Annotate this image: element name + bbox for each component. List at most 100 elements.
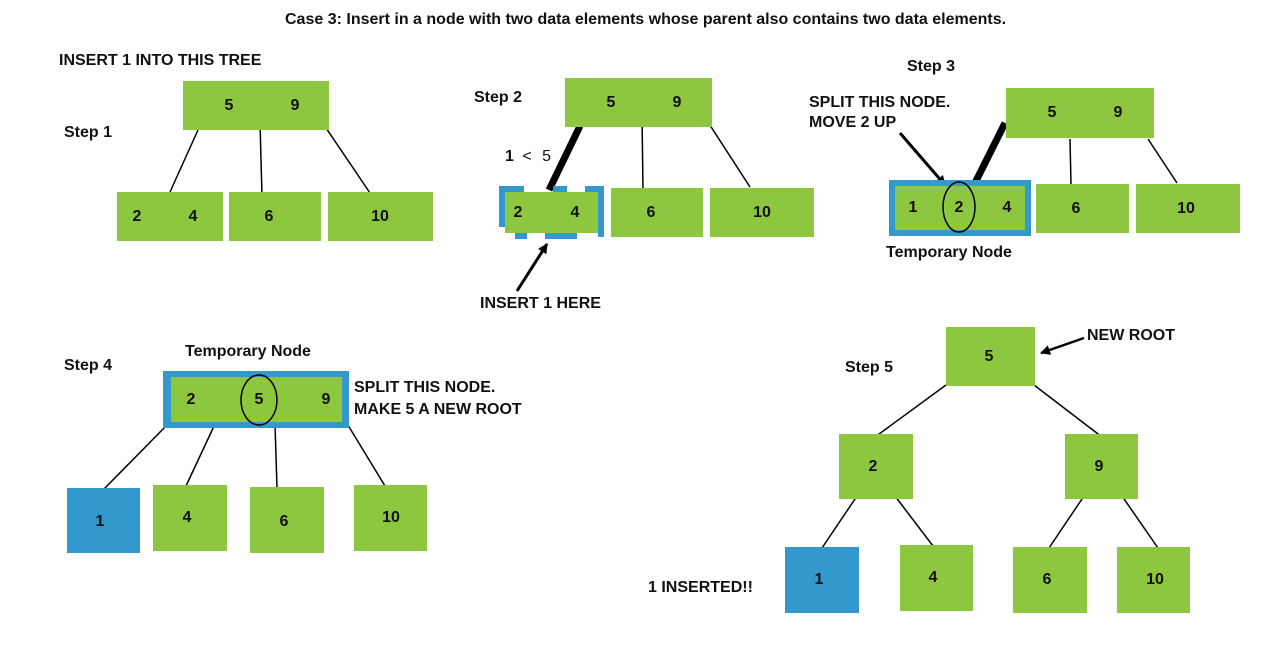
key: 2: [513, 204, 523, 221]
key: 9: [321, 391, 331, 408]
key: 5: [984, 348, 994, 365]
step5-leaf: 4: [900, 545, 973, 611]
key: 2: [132, 208, 142, 225]
thick-path-s3: [971, 121, 1009, 185]
edge-s5-2-4: [894, 495, 934, 547]
key: 4: [182, 509, 192, 526]
step3-split-note-2: MOVE 2 UP: [809, 114, 897, 131]
key: 2: [868, 458, 878, 475]
step1-child-right: 10: [328, 192, 433, 241]
step5-leaf-inserted: 1: [785, 547, 859, 613]
key: 10: [371, 208, 389, 225]
step4-split-note-2: MAKE 5 A NEW ROOT: [354, 401, 522, 418]
key: 10: [753, 204, 771, 221]
step4-split-note-1: SPLIT THIS NODE.: [354, 379, 496, 396]
inserted-note: 1 INSERTED!!: [648, 579, 753, 596]
dash: [598, 192, 604, 237]
key: 9: [1113, 104, 1123, 121]
step3-temp-frame: 1 2 4: [889, 180, 1031, 236]
key: 4: [570, 204, 580, 221]
edge-s5-9-6: [1048, 495, 1085, 549]
edge-s5-root-9: [1033, 384, 1103, 438]
step2-root-node: 5 9: [565, 78, 712, 127]
edge-s4-to-4: [185, 423, 216, 487]
step5-internal-node: 9: [1065, 434, 1138, 499]
key: 1: [95, 513, 105, 530]
key: 5: [224, 97, 234, 114]
compare-right: 5: [542, 148, 552, 165]
step4-temp-node: 2 5 9: [171, 377, 342, 422]
key: 5: [1047, 104, 1057, 121]
edge-s5-2-1: [821, 495, 858, 549]
key: 6: [1071, 200, 1081, 217]
key: 9: [1094, 458, 1104, 475]
step4-label: Step 4: [64, 357, 113, 374]
key: 9: [672, 94, 682, 111]
key: 2: [954, 199, 964, 216]
key: 5: [606, 94, 616, 111]
thick-path-s2: [545, 124, 584, 192]
step2-target-node: 2 4: [505, 192, 598, 233]
edge-s2-root-mid: [641, 115, 644, 190]
new-root-note: NEW ROOT: [1087, 327, 1175, 344]
new-root-arrow: [1040, 336, 1085, 355]
edge-s5-9-10: [1121, 495, 1159, 549]
compare-op: <: [522, 148, 532, 165]
step1-root-node: 5 9: [183, 81, 329, 130]
step4-temp-frame: 2 5 9: [163, 371, 349, 428]
step4-leaf: 6: [250, 487, 324, 553]
key: 4: [1002, 199, 1012, 216]
split-arrow-s3: [898, 132, 947, 186]
dash: [585, 186, 604, 192]
step5-internal-node: 2: [839, 434, 913, 499]
step2-child-right: 10: [710, 188, 814, 237]
key: 6: [279, 513, 289, 530]
step2-label: Step 2: [474, 89, 523, 106]
step3-label: Step 3: [907, 58, 956, 75]
dash: [545, 233, 577, 239]
step1-child-mid: 6: [229, 192, 321, 241]
step5-leaf: 10: [1117, 547, 1190, 613]
key: 2: [186, 391, 196, 408]
insert-here-note: INSERT 1 HERE: [480, 295, 601, 312]
key: 10: [1177, 200, 1195, 217]
key: 10: [382, 509, 400, 526]
step5-leaf: 6: [1013, 547, 1087, 613]
step3-child-right: 10: [1136, 184, 1240, 233]
dash: [553, 186, 567, 192]
step4-temp-label: Temporary Node: [185, 343, 311, 360]
dash: [499, 192, 505, 227]
step3-temp-node: 1 2 4: [895, 186, 1025, 230]
step1-heading: INSERT 1 INTO THIS TREE: [59, 52, 262, 69]
step5-root-node: 5: [946, 327, 1035, 386]
step5-label: Step 5: [845, 359, 894, 376]
edge-s3-root-right: [1147, 138, 1178, 184]
step4-leaf-inserted: 1: [67, 488, 140, 553]
insert-arrow-s2: [515, 243, 549, 292]
dash: [515, 233, 527, 239]
step4-leaf: 10: [354, 485, 427, 551]
step3-split-note-1: SPLIT THIS NODE.: [809, 94, 951, 111]
edge-s2-root-right: [703, 115, 751, 188]
edge-s5-root-2: [874, 384, 947, 438]
step4-leaf: 4: [153, 485, 227, 551]
step1-child-left: 2 4: [117, 192, 223, 241]
edge-s1-root-left: [169, 129, 199, 193]
key: 9: [290, 97, 300, 114]
step1-label: Step 1: [64, 124, 113, 141]
key: 6: [646, 204, 656, 221]
key: 6: [264, 208, 274, 225]
key: 6: [1042, 571, 1052, 588]
step3-root-node: 5 9: [1006, 88, 1154, 138]
edge-s4-to-1: [103, 423, 169, 490]
page-title: Case 3: Insert in a node with two data e…: [285, 11, 1007, 28]
edge-s1-root-mid: [259, 121, 263, 197]
step3-temp-label: Temporary Node: [886, 244, 1012, 261]
key: 1: [908, 199, 918, 216]
dash: [499, 186, 524, 192]
step2-child-mid: 6: [611, 188, 703, 237]
key: 5: [254, 391, 264, 408]
key: 4: [188, 208, 198, 225]
compare-left: 1: [505, 148, 514, 165]
key: 10: [1146, 571, 1164, 588]
